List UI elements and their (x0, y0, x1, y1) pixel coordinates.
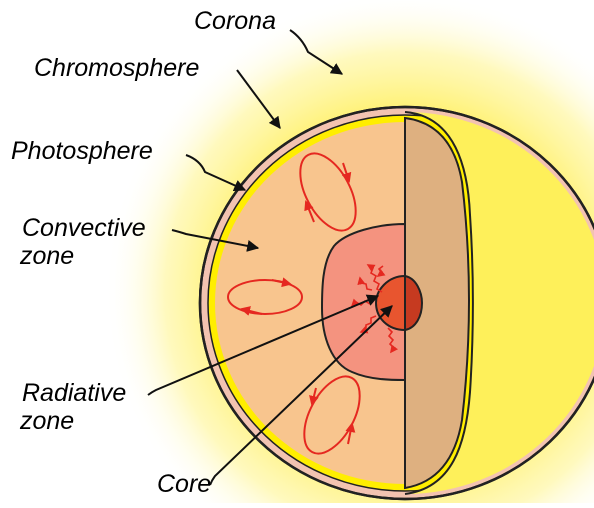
convective-label-line2: zone (19, 242, 74, 270)
convective-label-line1: Convective (22, 214, 146, 242)
photosphere-label: Photosphere (11, 137, 153, 165)
radiative-label-line1: Radiative (22, 379, 126, 407)
core-label: Core (157, 470, 211, 498)
radiative-label-line2: zone (19, 407, 74, 435)
corona-label: Corona (194, 7, 276, 35)
chromosphere-label: Chromosphere (34, 54, 199, 82)
